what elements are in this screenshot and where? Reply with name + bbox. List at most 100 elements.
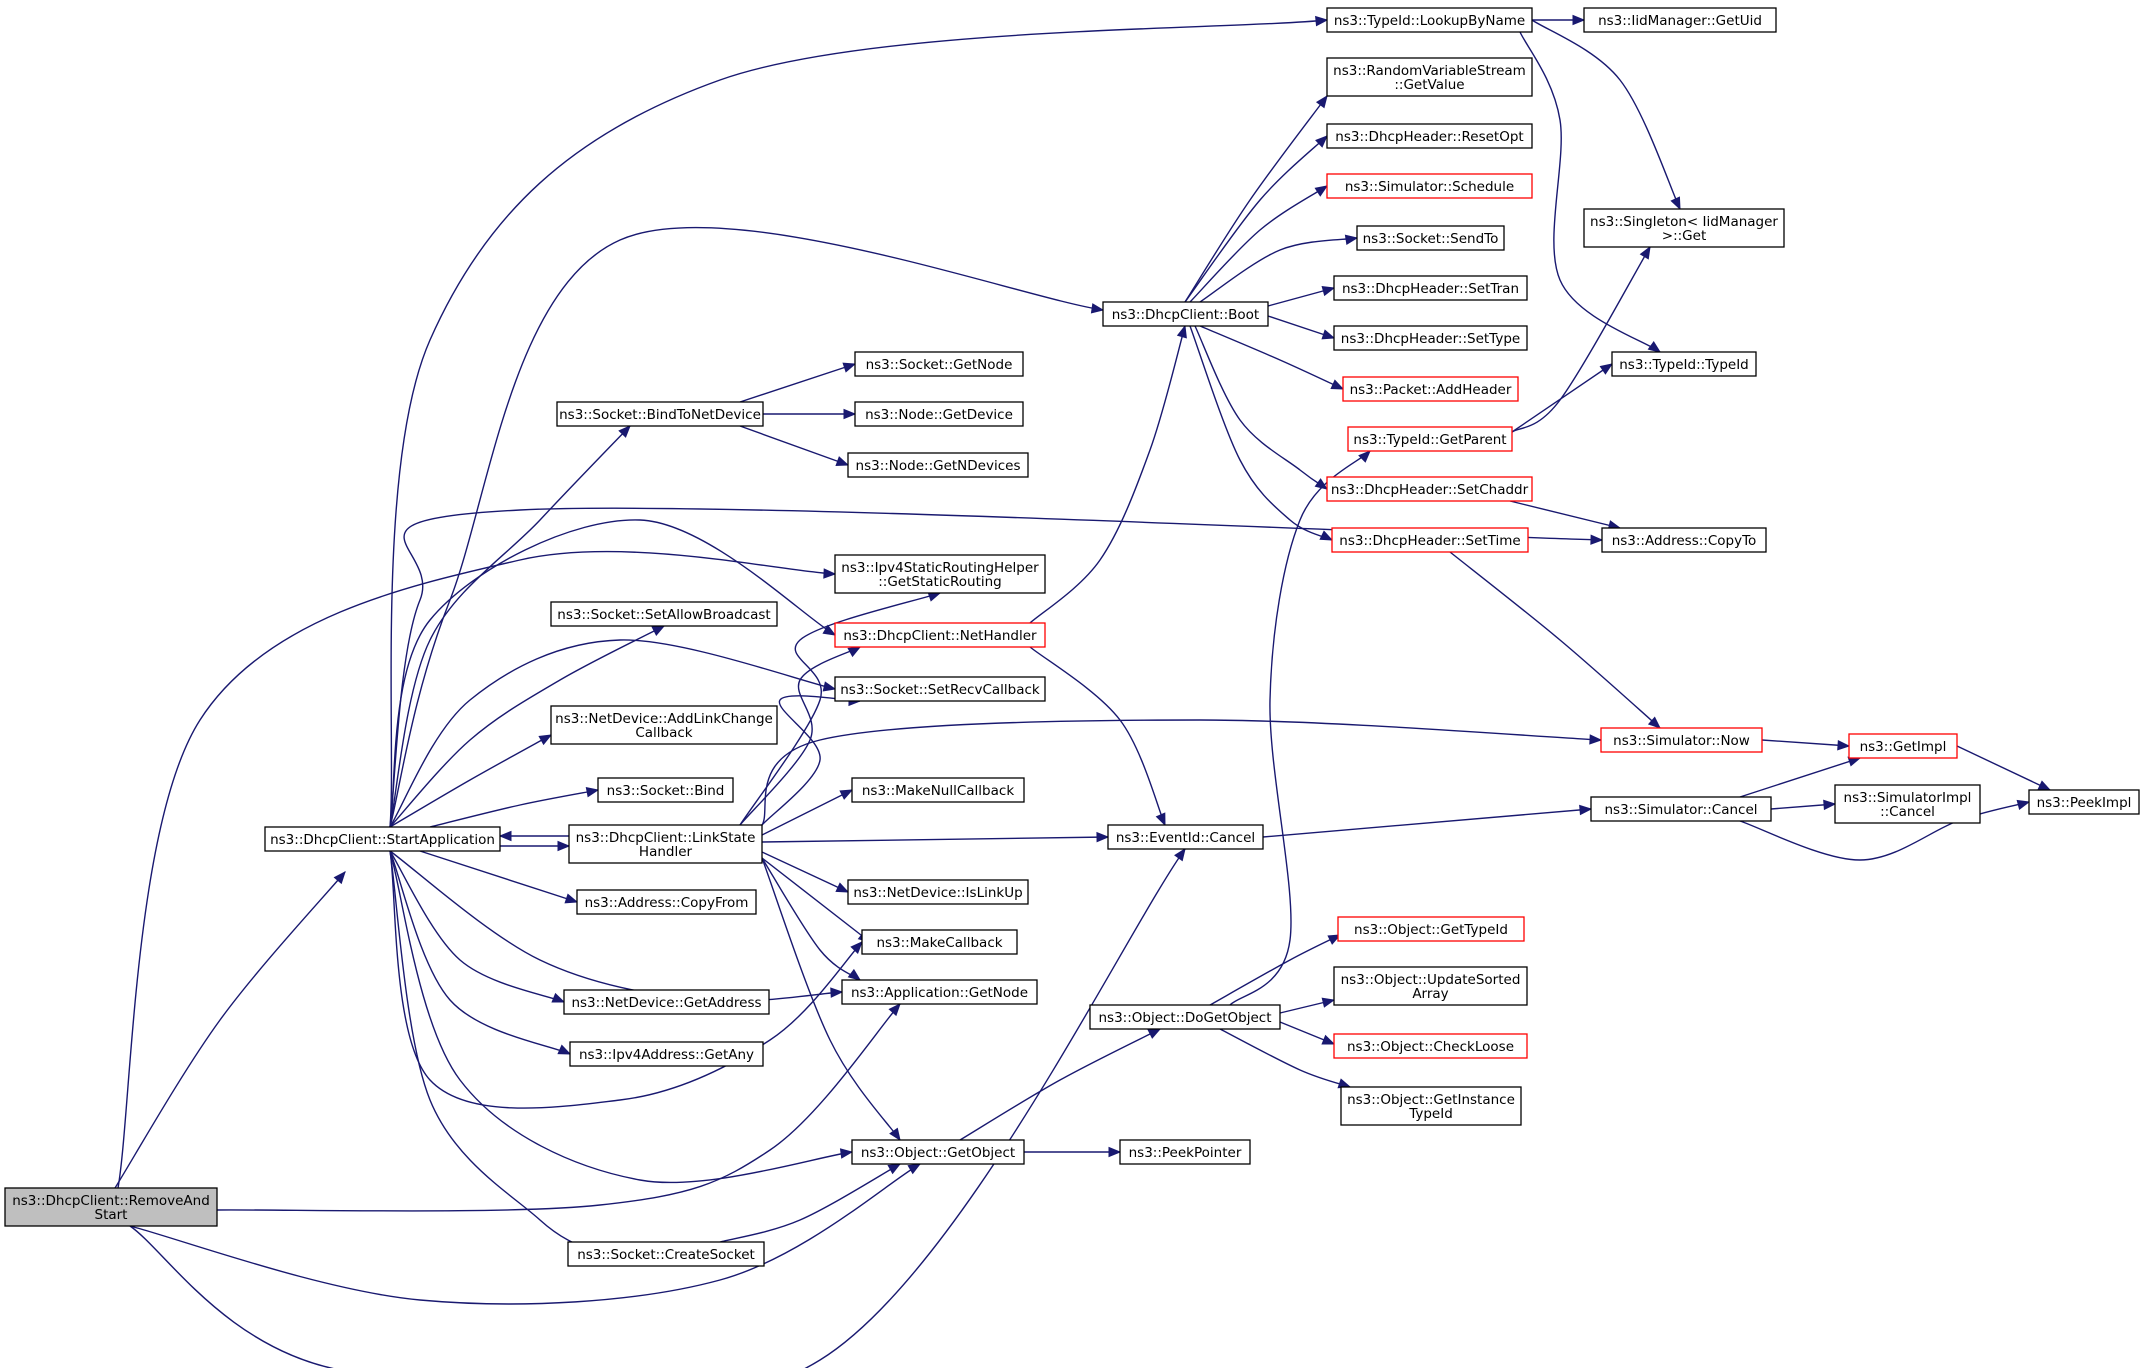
node-islinkup[interactable]: ns3::NetDevice::IsLinkUp <box>847 879 1029 905</box>
node-checkloose[interactable]: ns3::Object::CheckLoose <box>1333 1033 1528 1059</box>
node-box[interactable] <box>568 824 763 864</box>
node-box[interactable] <box>1601 527 1767 553</box>
node-nethandler[interactable]: ns3::DhcpClient::NetHandler <box>834 622 1046 648</box>
node-copyfrom[interactable]: ns3::Address::CopyFrom <box>576 889 757 915</box>
node-box[interactable] <box>4 1187 218 1227</box>
node-setallowbroadcast[interactable]: ns3::Socket::SetAllowBroadcast <box>550 601 778 627</box>
node-box[interactable] <box>576 889 757 915</box>
node-app_getnode[interactable]: ns3::Application::GetNode <box>841 979 1038 1005</box>
node-box[interactable] <box>1326 123 1533 149</box>
node-box[interactable] <box>1333 325 1528 351</box>
node-getstaticrouting[interactable]: ns3::Ipv4StaticRoutingHelper::GetStaticR… <box>834 554 1046 594</box>
node-box[interactable] <box>1337 916 1525 942</box>
node-socket_bind[interactable]: ns3::Socket::Bind <box>597 777 734 803</box>
node-netdevice_getaddress[interactable]: ns3::NetDevice::GetAddress <box>563 989 770 1015</box>
node-box[interactable] <box>1333 275 1528 301</box>
node-makenullcallback[interactable]: ns3::MakeNullCallback <box>851 777 1025 803</box>
node-box[interactable] <box>1119 1139 1251 1165</box>
node-box[interactable] <box>1347 426 1513 452</box>
node-simulatorimpl_cancel[interactable]: ns3::SimulatorImpl::Cancel <box>1834 784 1981 824</box>
node-getuid[interactable]: ns3::IidManager::GetUid <box>1583 7 1777 33</box>
node-boot[interactable]: ns3::DhcpClient::Boot <box>1102 301 1269 327</box>
node-box[interactable] <box>556 401 764 427</box>
node-box[interactable] <box>569 1041 764 1067</box>
node-box[interactable] <box>264 826 501 852</box>
node-box[interactable] <box>2028 789 2140 815</box>
node-box[interactable] <box>1089 1004 1281 1030</box>
node-peekimpl[interactable]: ns3::PeekImpl <box>2028 789 2140 815</box>
node-getobject[interactable]: ns3::Object::GetObject <box>851 1139 1025 1165</box>
node-box[interactable] <box>1583 208 1785 248</box>
node-box[interactable] <box>861 929 1018 955</box>
node-bindtonetdevice[interactable]: ns3::Socket::BindToNetDevice <box>556 401 764 427</box>
node-box[interactable] <box>550 601 778 627</box>
node-box[interactable] <box>1342 376 1519 402</box>
node-box[interactable] <box>1834 784 1981 824</box>
node-rvs_getvalue[interactable]: ns3::RandomVariableStream::GetValue <box>1326 57 1533 97</box>
node-startapplication[interactable]: ns3::DhcpClient::StartApplication <box>264 826 501 852</box>
node-getndevices[interactable]: ns3::Node::GetNDevices <box>847 452 1029 478</box>
node-singleton_get[interactable]: ns3::Singleton< IidManager>::Get <box>1583 208 1785 248</box>
node-makecallback[interactable]: ns3::MakeCallback <box>861 929 1018 955</box>
node-schedule[interactable]: ns3::Simulator::Schedule <box>1326 173 1533 199</box>
node-box[interactable] <box>1600 727 1763 753</box>
node-box[interactable] <box>1102 301 1269 327</box>
node-dogetobject[interactable]: ns3::Object::DoGetObject <box>1089 1004 1281 1030</box>
node-box[interactable] <box>847 879 1029 905</box>
node-box[interactable] <box>597 777 734 803</box>
node-box[interactable] <box>1107 824 1264 850</box>
node-box[interactable] <box>851 1139 1025 1165</box>
node-setchaddr[interactable]: ns3::DhcpHeader::SetChaddr <box>1326 476 1533 502</box>
node-box[interactable] <box>841 979 1038 1005</box>
node-eventid_cancel[interactable]: ns3::EventId::Cancel <box>1107 824 1264 850</box>
node-typeid_typeid[interactable]: ns3::TypeId::TypeId <box>1611 351 1757 377</box>
node-box[interactable] <box>834 554 1046 594</box>
node-peekpointer[interactable]: ns3::PeekPointer <box>1119 1139 1251 1165</box>
node-box[interactable] <box>567 1241 765 1267</box>
node-socket_getnode[interactable]: ns3::Socket::GetNode <box>854 351 1024 377</box>
node-box[interactable] <box>1340 1086 1522 1126</box>
node-box[interactable] <box>854 351 1024 377</box>
node-lookupbyname[interactable]: ns3::TypeId::LookupByName <box>1326 7 1533 33</box>
node-box[interactable] <box>851 777 1025 803</box>
node-simulator_cancel[interactable]: ns3::Simulator::Cancel <box>1590 796 1772 822</box>
node-box[interactable] <box>1326 476 1533 502</box>
node-box[interactable] <box>834 622 1046 648</box>
node-getany[interactable]: ns3::Ipv4Address::GetAny <box>569 1041 764 1067</box>
node-box[interactable] <box>1611 351 1757 377</box>
node-box[interactable] <box>550 705 778 745</box>
node-settran[interactable]: ns3::DhcpHeader::SetTran <box>1333 275 1528 301</box>
node-box[interactable] <box>1333 966 1528 1006</box>
node-getimpl[interactable]: ns3::GetImpl <box>1848 733 1958 759</box>
node-now[interactable]: ns3::Simulator::Now <box>1600 727 1763 753</box>
node-node_getdevice[interactable]: ns3::Node::GetDevice <box>854 401 1024 427</box>
node-box[interactable] <box>1590 796 1772 822</box>
node-box[interactable] <box>1848 733 1958 759</box>
node-box[interactable] <box>1326 173 1533 199</box>
node-box[interactable] <box>1583 7 1777 33</box>
node-getparent[interactable]: ns3::TypeId::GetParent <box>1347 426 1513 452</box>
node-box[interactable] <box>854 401 1024 427</box>
node-box[interactable] <box>563 989 770 1015</box>
node-box[interactable] <box>1333 1033 1528 1059</box>
node-box[interactable] <box>1326 7 1533 33</box>
node-box[interactable] <box>847 452 1029 478</box>
node-copyto[interactable]: ns3::Address::CopyTo <box>1601 527 1767 553</box>
node-resetopt[interactable]: ns3::DhcpHeader::ResetOpt <box>1326 123 1533 149</box>
node-createsocket[interactable]: ns3::Socket::CreateSocket <box>567 1241 765 1267</box>
node-gettypeid[interactable]: ns3::Object::GetTypeId <box>1337 916 1525 942</box>
node-setrecvcallback[interactable]: ns3::Socket::SetRecvCallback <box>834 676 1046 702</box>
node-settime[interactable]: ns3::DhcpHeader::SetTime <box>1331 527 1529 553</box>
node-box[interactable] <box>1356 225 1505 251</box>
node-box[interactable] <box>1331 527 1529 553</box>
node-settype[interactable]: ns3::DhcpHeader::SetType <box>1333 325 1528 351</box>
node-addheader[interactable]: ns3::Packet::AddHeader <box>1342 376 1519 402</box>
node-box[interactable] <box>834 676 1046 702</box>
node-sendto[interactable]: ns3::Socket::SendTo <box>1356 225 1505 251</box>
node-box[interactable] <box>1326 57 1533 97</box>
